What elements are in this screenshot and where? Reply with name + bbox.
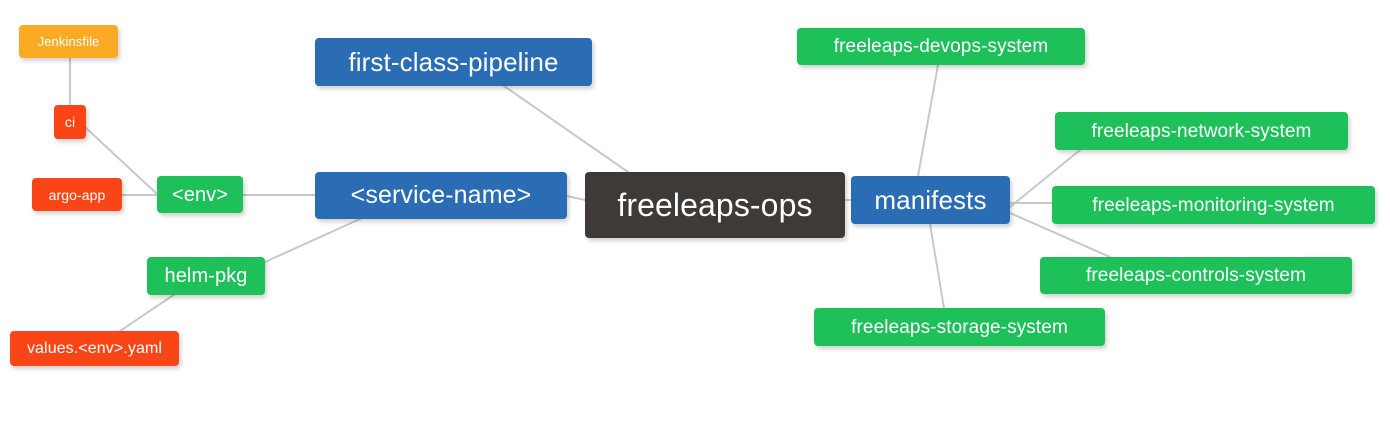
mindmap-node-manifests[interactable]: manifests [851,176,1010,224]
edge-manifests-to-storage-system [929,223,945,309]
mindmap-node-env[interactable]: <env> [157,176,243,213]
mindmap-node-monitoring-system[interactable]: freeleaps-monitoring-system [1052,186,1375,224]
edge-first-class-pipeline-to-freeleaps-ops [503,85,629,173]
mindmap-node-jenkinsfile[interactable]: Jenkinsfile [19,25,118,58]
edge-manifests-to-controls-system [1009,212,1111,258]
mindmap-node-network-system[interactable]: freeleaps-network-system [1055,112,1348,150]
mindmap-node-values-yaml[interactable]: values.<env>.yaml [10,331,179,366]
mindmap-node-argo-app[interactable]: argo-app [32,178,122,211]
mindmap-node-freeleaps-ops[interactable]: freeleaps-ops [585,172,845,238]
mindmap-node-service-name[interactable]: <service-name> [315,172,567,219]
mindmap-node-ci[interactable]: ci [54,105,86,139]
edge-manifests-to-network-system [1009,149,1081,208]
mindmap-node-first-class-pipeline[interactable]: first-class-pipeline [315,38,592,86]
mindmap-node-controls-system[interactable]: freeleaps-controls-system [1040,257,1352,294]
mindmap-node-storage-system[interactable]: freeleaps-storage-system [814,308,1105,346]
mindmap-node-helm-pkg[interactable]: helm-pkg [147,257,265,295]
edge-ci-to-env [85,127,158,195]
edge-service-name-to-helm-pkg [264,218,361,263]
edge-helm-pkg-to-values-yaml [119,293,176,332]
edge-service-name-to-freeleaps-ops [566,195,586,201]
edge-manifests-to-devops-system [917,64,939,177]
mindmap-node-devops-system[interactable]: freeleaps-devops-system [797,28,1085,65]
